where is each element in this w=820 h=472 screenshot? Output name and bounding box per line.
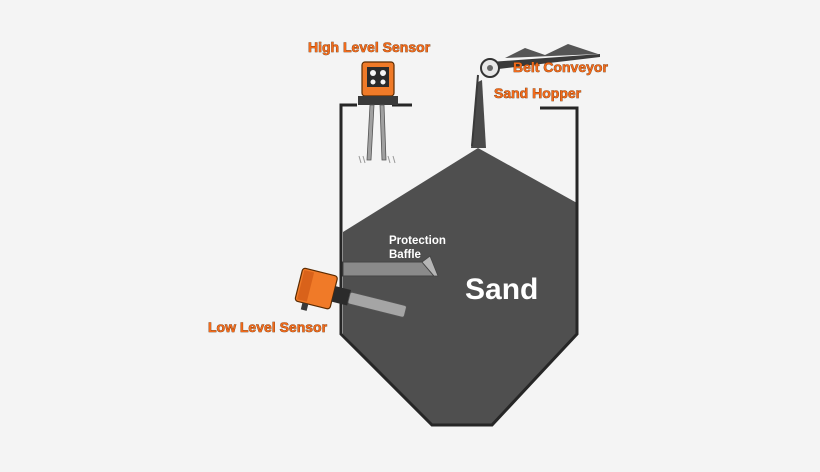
- hopper-left-wall: [339, 103, 579, 427]
- high-level-sensor: [358, 61, 398, 164]
- label-protection: Protection: [389, 235, 446, 247]
- label-high-level-sensor: High Level Sensor: [308, 39, 431, 55]
- conveyor-pulley-hub: [487, 65, 493, 71]
- low-sensor-gland: [300, 302, 309, 311]
- high-sensor-tine-left: [366, 104, 375, 161]
- baffle-tip: [421, 255, 439, 277]
- conveyor-belt-return: [471, 74, 479, 147]
- high-sensor-gland-left: [370, 70, 376, 76]
- label-sand-hopper: Sand Hopper: [494, 85, 582, 101]
- protection-baffle: [342, 255, 439, 277]
- low-sensor-neck: [331, 286, 351, 306]
- high-sensor-gland-bl: [370, 79, 376, 85]
- high-sensor-tine-right: [379, 104, 387, 161]
- sand-pile: [343, 148, 577, 425]
- low-sensor-probe: [347, 291, 407, 318]
- conveyor-sand-load: [505, 44, 598, 58]
- label-low-level-sensor: Low Level Sensor: [208, 319, 328, 335]
- high-sensor-gland-right: [380, 70, 386, 76]
- conveyor-belt: [490, 54, 600, 70]
- high-sensor-flange: [358, 96, 398, 105]
- low-level-sensor: [294, 267, 407, 318]
- label-baffle: Baffle: [389, 249, 421, 261]
- baffle-plate: [342, 261, 436, 277]
- belt-conveyor: [471, 44, 600, 147]
- high-sensor-gland-br: [380, 79, 386, 85]
- low-sensor-lid: [297, 270, 315, 302]
- label-sand: Sand: [465, 273, 538, 306]
- label-belt-conveyor: Belt Conveyor: [513, 59, 608, 75]
- sand-stream: [471, 80, 486, 148]
- high-sensor-vibration-marks: [358, 155, 396, 164]
- high-sensor-panel: [367, 67, 389, 87]
